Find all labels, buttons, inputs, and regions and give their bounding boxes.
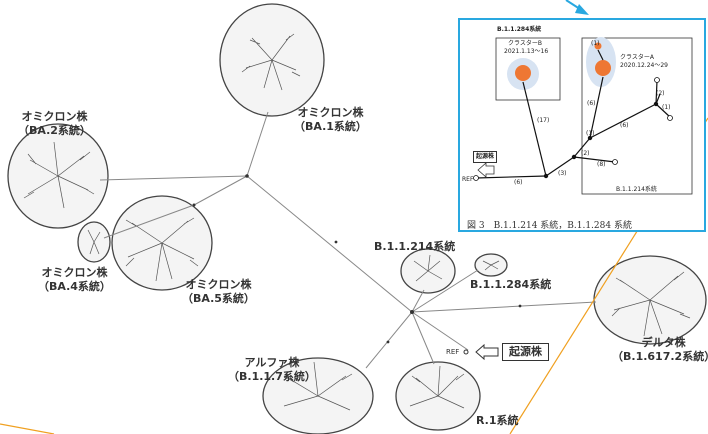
- inset-top-label: B.1.1.284系統: [497, 26, 542, 33]
- inset-edge-6c: (6): [514, 179, 523, 186]
- label-b11214: B.1.1.214系統: [374, 240, 455, 254]
- inset-edge-17: (17): [537, 117, 550, 124]
- guide-line-left: [0, 423, 55, 434]
- label-ba2-lineage: （BA.2系統）: [18, 124, 91, 137]
- backbone-branches: [99, 111, 597, 369]
- inset-edge-1a: (1): [591, 40, 600, 47]
- label-delta-lineage: （B.1.617.2系統）: [612, 350, 708, 363]
- inset-edge-1c: (1): [586, 130, 595, 137]
- pointer-arrow: [565, 0, 589, 15]
- inset-ref-label: REF: [462, 176, 474, 183]
- label-ba5-name: オミクロン株: [185, 278, 252, 291]
- tree-nodes: [192, 174, 522, 344]
- inset-cluster-b-name: クラスターB: [508, 40, 542, 47]
- origin-label: 起源株: [502, 343, 549, 361]
- inset-edge-2b: (2): [581, 150, 590, 157]
- inset-edge-2a: (2): [656, 90, 665, 97]
- label-alpha-lineage: （B.1.1.7系統）: [228, 370, 316, 383]
- label-b11284: B.1.1.284系統: [470, 278, 551, 292]
- label-r1-lineage: R.1系統: [476, 414, 519, 427]
- inset-edge-8: (8): [597, 161, 606, 168]
- label-alpha-name: アルファ株: [244, 356, 300, 369]
- inset-cluster-a-dates: 2020.12.24～29: [620, 62, 668, 69]
- inset-cluster-a-name: クラスターA: [620, 54, 654, 61]
- label-ba5: オミクロン株 （BA.5系統）: [182, 278, 255, 306]
- inset-edges: [475, 49, 671, 179]
- inset-cluster-a-node-small: [594, 42, 602, 50]
- inset-origin-label: 起源株: [473, 151, 498, 163]
- label-b11214-lineage: B.1.1.214系統: [374, 240, 456, 253]
- inset-nodes: [543, 101, 659, 179]
- inset-caption: 図 3 B.1.1.214 系統，B.1.1.284 系統: [467, 221, 632, 231]
- inset-bottom-label: B.1.1.214系統: [616, 186, 657, 193]
- label-alpha: アルファ株 （B.1.1.7系統）: [228, 356, 316, 384]
- label-ba4-name: オミクロン株: [41, 266, 108, 279]
- label-ba2: オミクロン株 （BA.2系統）: [18, 110, 91, 138]
- ref-node: [463, 349, 469, 355]
- inset-b11214-box: [581, 37, 693, 195]
- inset-panel: B.1.1.284系統 クラスターB 2021.1.13～16 クラスターA 2…: [458, 18, 706, 232]
- inset-edge-6b: (6): [620, 122, 629, 129]
- label-ba5-lineage: （BA.5系統）: [182, 292, 255, 305]
- label-ba4: オミクロン株 （BA.4系統）: [38, 266, 111, 294]
- inset-origin-arrow: [477, 162, 495, 178]
- inset-edge-1b: (1): [662, 104, 671, 111]
- inset-cluster-b-dates: 2021.1.13～16: [504, 48, 549, 55]
- inset-cluster-b-node: [515, 65, 531, 81]
- label-ba1-name: オミクロン株: [297, 106, 364, 119]
- label-ba4-lineage: （BA.4系統）: [38, 280, 111, 293]
- label-ba1: オミクロン株 （BA.1系統）: [294, 106, 367, 134]
- inset-edge-6a: (6): [587, 100, 596, 107]
- ref-label: REF: [446, 348, 460, 356]
- inset-edge-3: (3): [558, 170, 567, 177]
- cluster-subtrees: [23, 33, 691, 411]
- inset-tree: [473, 37, 693, 195]
- inset-open-nodes: [473, 77, 673, 181]
- origin-arrow: [475, 343, 499, 361]
- label-delta-name: デルタ株: [641, 336, 686, 349]
- label-r1: R.1系統: [476, 414, 519, 428]
- label-b11284-lineage: B.1.1.284系統: [470, 278, 552, 291]
- label-delta: デルタ株 （B.1.617.2系統）: [612, 336, 708, 364]
- label-ba1-lineage: （BA.1系統）: [294, 120, 367, 133]
- inset-cluster-a-node: [595, 60, 611, 76]
- label-ba2-name: オミクロン株: [21, 110, 88, 123]
